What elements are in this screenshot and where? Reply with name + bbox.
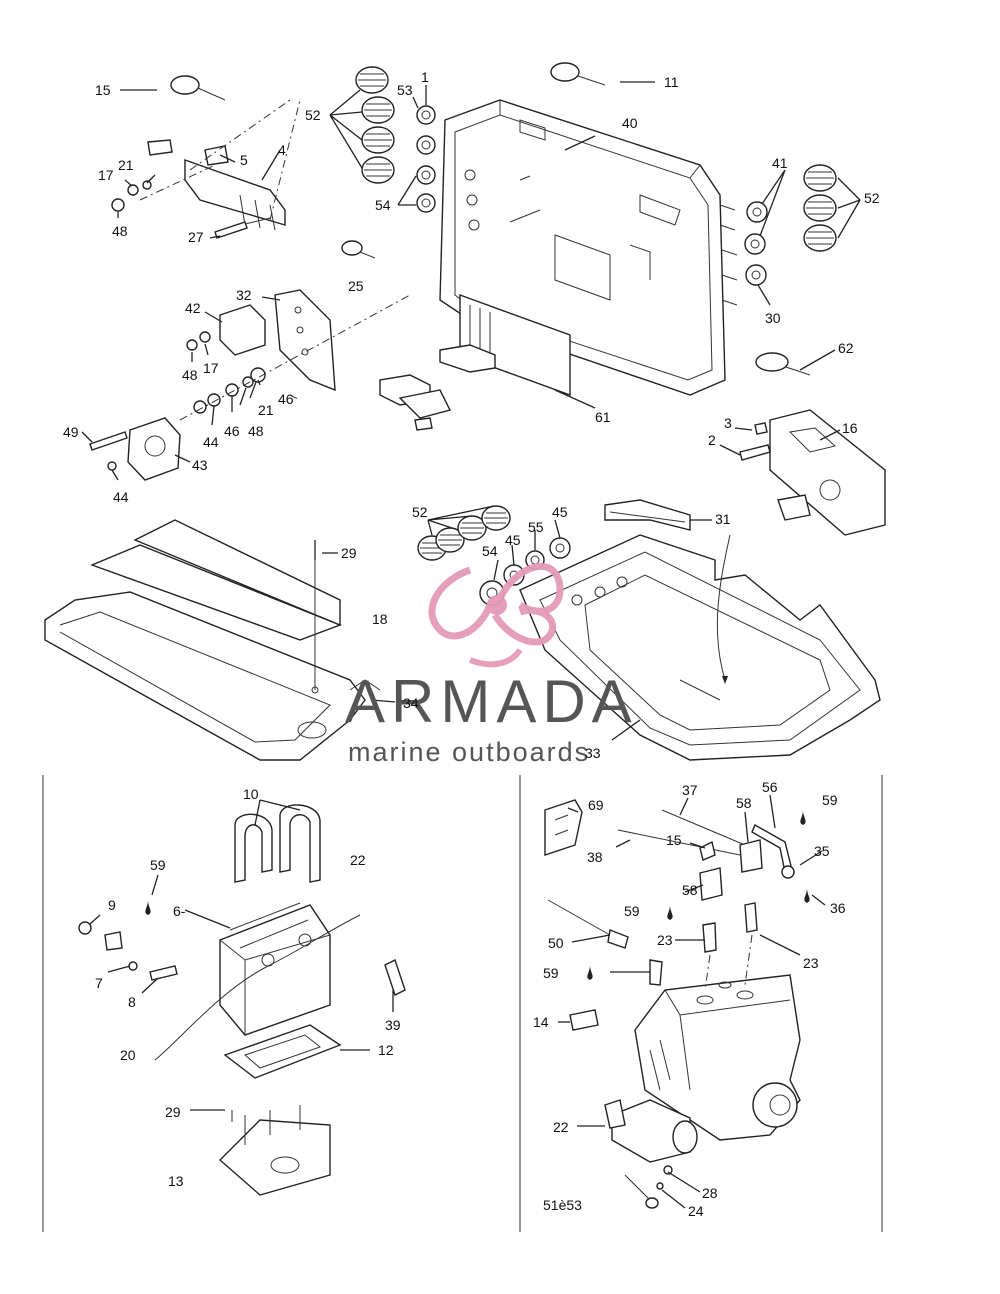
callout-49: 49 — [63, 424, 79, 440]
callout-50: 50 — [548, 935, 564, 951]
callout-53: 53 — [397, 82, 413, 98]
callout-52: 52 — [305, 107, 321, 123]
callout-29: 29 — [341, 545, 357, 561]
callout-15-b: 15 — [666, 832, 682, 848]
callout-10: 10 — [243, 786, 259, 802]
engine-assembly-drawing — [544, 799, 810, 1209]
callout-54: 54 — [375, 197, 391, 213]
callout-24: 24 — [688, 1203, 704, 1219]
callout-28: 28 — [702, 1185, 718, 1201]
callout-62: 62 — [838, 340, 854, 356]
callout-44-b: 44 — [113, 489, 129, 505]
callout-32: 32 — [236, 287, 252, 303]
grommet-cluster-lower-drawing — [417, 505, 571, 606]
callout-18: 18 — [372, 611, 388, 627]
callout-59-d: 59 — [543, 965, 559, 981]
callout-58-b: 58 — [682, 882, 698, 898]
watermark-logo — [428, 562, 564, 668]
callout-41: 41 — [772, 155, 788, 171]
callout-9: 9 — [108, 897, 116, 913]
callout-38: 38 — [587, 849, 603, 865]
callout-45: 45 — [552, 504, 568, 520]
callout-42: 42 — [185, 300, 201, 316]
callout-59-b: 59 — [150, 857, 166, 873]
callout-labels: 15 11 1 53 52 40 4 5 21 17 41 52 54 48 2… — [63, 69, 880, 1219]
watermark-brand: ARMADA — [345, 668, 638, 735]
housing-33-drawing — [519, 534, 881, 761]
callout-43: 43 — [192, 457, 208, 473]
cable-tie-drawings — [170, 62, 811, 376]
callout-35: 35 — [814, 843, 830, 859]
callout-69: 69 — [588, 797, 604, 813]
callout-48-b: 48 — [182, 367, 198, 383]
callout-59: 59 — [822, 792, 838, 808]
callout-27: 27 — [188, 229, 204, 245]
control-panel-16-drawing — [739, 409, 886, 536]
callout-17-b: 17 — [203, 360, 219, 376]
callout-54-b: 54 — [482, 543, 498, 559]
callout-46: 46 — [278, 391, 294, 407]
callout-61: 61 — [595, 409, 611, 425]
grommet-stack-52-drawing — [355, 66, 436, 213]
callout-25: 25 — [348, 278, 364, 294]
callout-14: 14 — [533, 1014, 549, 1030]
callout-16: 16 — [842, 420, 858, 436]
grommet-stack-right-drawing — [744, 164, 837, 286]
callout-21-b: 21 — [258, 402, 274, 418]
callout-52-right: 52 — [864, 190, 880, 206]
callout-40: 40 — [622, 115, 638, 131]
callout-7: 7 — [95, 975, 103, 991]
callout-23: 23 — [657, 932, 673, 948]
callout-12: 12 — [378, 1042, 394, 1058]
callout-5: 5 — [240, 152, 248, 168]
solenoid-plate-assembly-drawing — [89, 99, 411, 481]
callout-52-c: 52 — [412, 504, 428, 520]
callout-51-53: 51è53 — [543, 1197, 582, 1213]
terminal-block-61-drawing — [379, 294, 571, 431]
callout-8: 8 — [128, 994, 136, 1010]
callout-34: 34 — [403, 695, 419, 711]
callout-31: 31 — [715, 511, 731, 527]
callout-23-b: 23 — [803, 955, 819, 971]
callout-37: 37 — [682, 782, 698, 798]
callout-36: 36 — [830, 900, 846, 916]
callout-46-b: 46 — [224, 423, 240, 439]
callout-20: 20 — [120, 1047, 136, 1063]
callout-44: 44 — [203, 434, 219, 450]
callout-2: 2 — [708, 432, 716, 448]
tray-18-drawing — [44, 519, 381, 761]
seal-strip-31-drawing — [604, 499, 691, 531]
callout-17: 17 — [98, 167, 114, 183]
callout-56: 56 — [762, 779, 778, 795]
callout-58: 58 — [736, 795, 752, 811]
callout-59-c: 59 — [624, 903, 640, 919]
callout-39: 39 — [385, 1017, 401, 1033]
relay-bracket-assembly-drawing — [111, 99, 291, 239]
watermark-tagline: marine outboards — [348, 737, 590, 767]
callout-29-b: 29 — [165, 1104, 181, 1120]
callout-21: 21 — [118, 157, 134, 173]
callout-6: 6- — [173, 903, 186, 919]
callout-11: 11 — [664, 74, 679, 90]
callout-55: 55 — [528, 519, 544, 535]
callout-22: 22 — [350, 852, 366, 868]
callout-22-b: 22 — [553, 1119, 569, 1135]
section-borders — [42, 775, 883, 1232]
callout-13: 13 — [168, 1173, 184, 1189]
callout-3: 3 — [724, 415, 732, 431]
callout-48-c: 48 — [248, 423, 264, 439]
battery-assembly-drawing — [78, 804, 406, 1196]
callout-15: 15 — [95, 82, 111, 98]
callout-33: 33 — [585, 745, 601, 761]
callout-4: 4 — [278, 142, 286, 158]
leader-lines — [81, 81, 861, 1209]
callout-45-b: 45 — [505, 532, 521, 548]
callout-1: 1 — [421, 69, 429, 85]
callout-48: 48 — [112, 223, 128, 239]
callout-30: 30 — [765, 310, 781, 326]
